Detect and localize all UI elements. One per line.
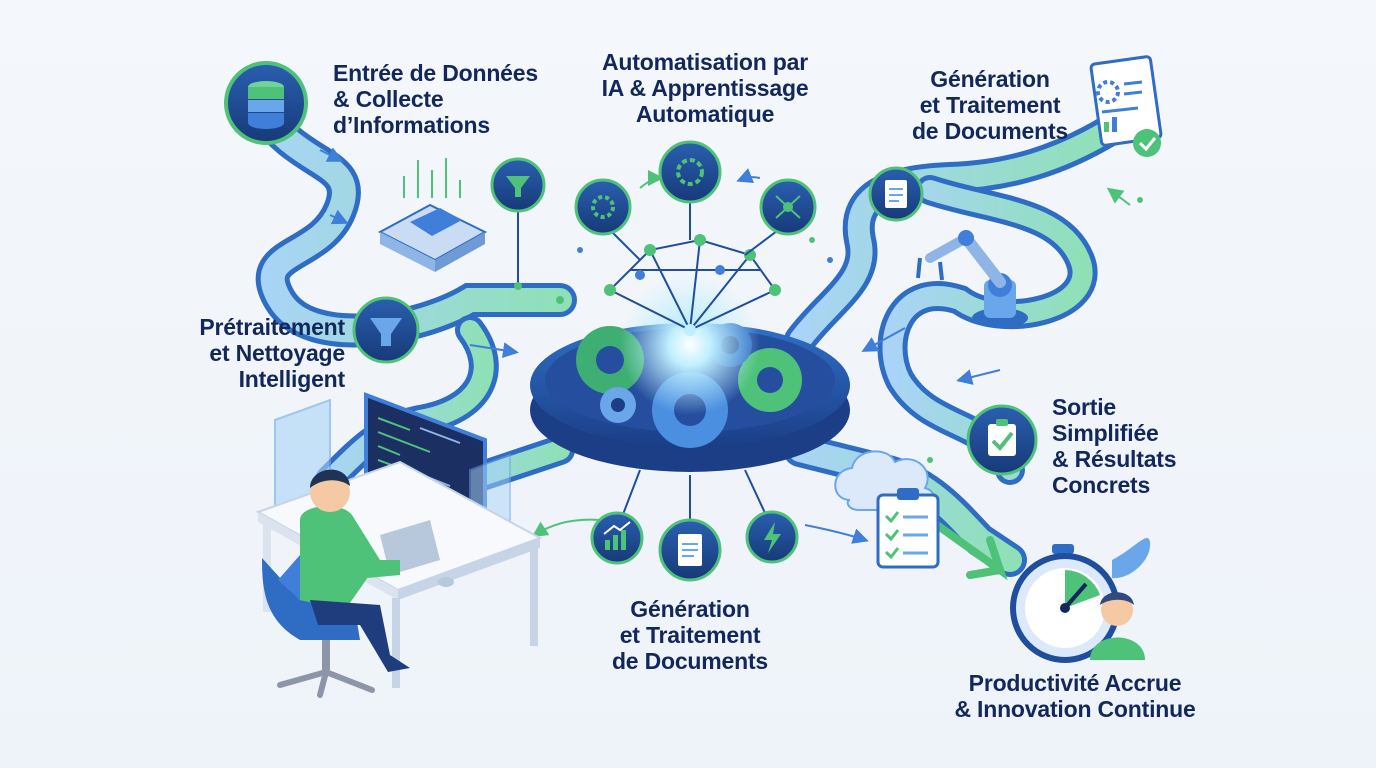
cpu-chip-icon (377, 158, 488, 272)
label-entree: Entrée de Données & Collecte d’Informati… (333, 60, 538, 138)
lightning-icon (744, 469, 799, 564)
label-pretraitement: Prétraitement et Nettoyage Intelligent (199, 314, 345, 392)
label-sortie: Sortie Simplifiée & Résultats Concrets (1052, 394, 1177, 498)
label-generation-bottom: Génération et Traitement de Documents (611, 596, 769, 674)
database-icon (224, 61, 308, 145)
central-ai-hub (530, 200, 850, 472)
stopwatch-icon (1010, 538, 1151, 663)
flow-arrows (319, 147, 1131, 544)
person (262, 469, 410, 698)
chart-icon (590, 469, 644, 565)
label-generation-top: Génération et Traitement de Documents (911, 66, 1069, 144)
label-productivite: Productivité Accrue & Innovation Continu… (954, 670, 1196, 722)
decorative-dots (556, 197, 1143, 463)
document-icon (1089, 55, 1163, 157)
person-icon (1090, 592, 1145, 660)
checklist-icon (876, 488, 940, 569)
hub-icon-gear (574, 178, 632, 236)
hub-icon-brain (658, 140, 722, 204)
checklist-icon (966, 404, 1038, 476)
hub-icon-network (759, 178, 817, 236)
funnel-icon (490, 157, 546, 290)
document-icon (868, 166, 924, 222)
label-automatisation: Automatisation par IA & Apprentissage Au… (601, 49, 809, 127)
funnel-icon (352, 296, 420, 364)
document-icon (658, 475, 722, 582)
robot-arm-icon (916, 230, 1028, 328)
